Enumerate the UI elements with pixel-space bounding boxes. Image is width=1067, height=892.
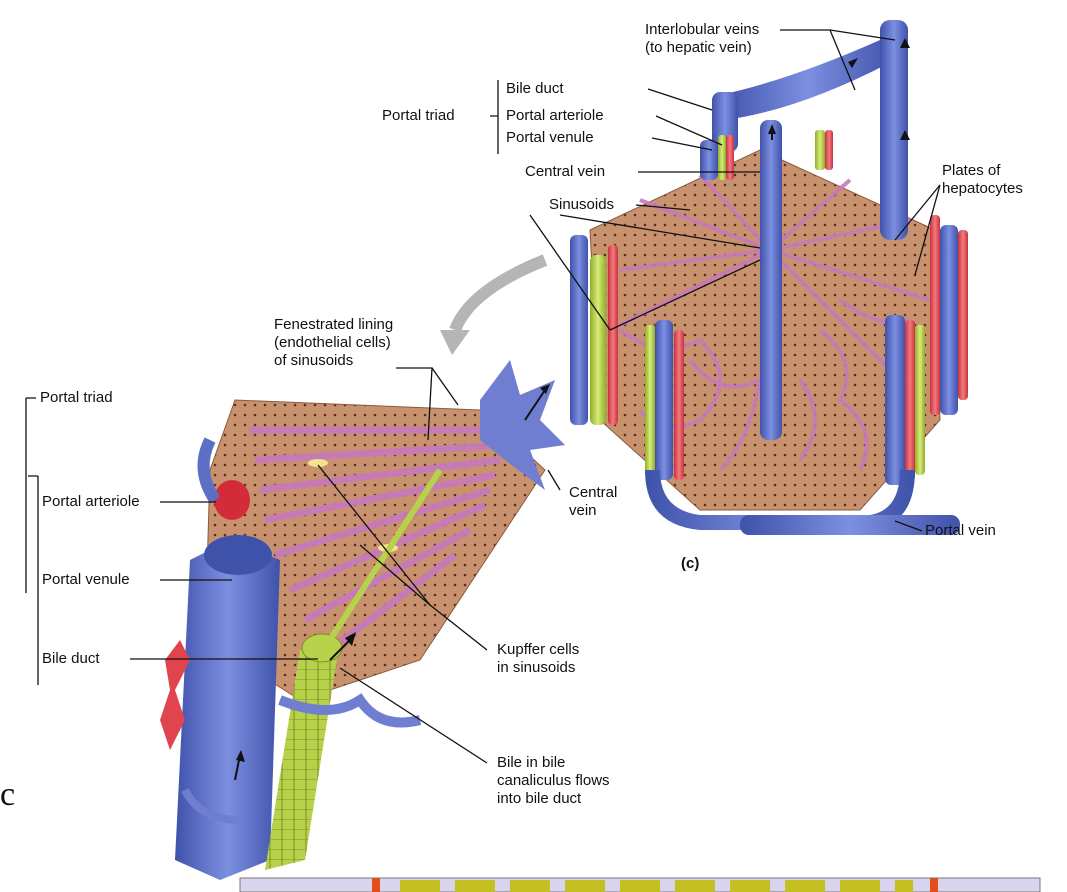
label-kupffer-cells: Kupffer cells in sinusoids	[497, 641, 579, 677]
portal-triad-front-left	[645, 320, 684, 480]
portal-venule-tube	[175, 540, 280, 880]
panel-label: (c)	[681, 555, 699, 572]
label-portal-triad-left: Portal triad	[40, 389, 113, 407]
stray-glyph: c	[0, 778, 15, 812]
hepatic-lobule	[570, 20, 968, 535]
label-bile-duct-top: Bile duct	[506, 80, 564, 98]
portal-triad-front-right	[885, 315, 925, 485]
label-sinusoids: Sinusoids	[549, 196, 614, 214]
label-interlobular-veins: Interlobular veins (to hepatic vein)	[645, 21, 759, 57]
portal-arteriole-end	[214, 480, 250, 520]
central-vein	[760, 120, 782, 440]
label-bile-duct-left: Bile duct	[42, 650, 100, 668]
label-portal-vein: Portal vein	[925, 522, 996, 540]
label-portal-venule-top: Portal venule	[506, 129, 594, 147]
label-portal-arteriole-left: Portal arteriole	[42, 493, 140, 511]
label-fenestrated-lining: Fenestrated lining (endothelial cells) o…	[274, 316, 393, 370]
interlobular-vein-right	[880, 20, 908, 240]
label-central-vein-top: Central vein	[525, 163, 605, 181]
label-portal-arteriole-top: Portal arteriole	[506, 107, 604, 125]
label-portal-venule-left: Portal venule	[42, 571, 130, 589]
label-central-vein-bottom: Central vein	[569, 484, 617, 520]
label-plates-of-hepatocytes: Plates of hepatocytes	[942, 162, 1023, 198]
bottom-strip	[240, 878, 1040, 892]
link-arrow	[455, 260, 545, 330]
label-bile-canaliculus: Bile in bile canaliculus flows into bile…	[497, 754, 610, 808]
label-portal-triad-top: Portal triad	[382, 107, 455, 125]
portal-triad-right-corner	[930, 215, 968, 415]
